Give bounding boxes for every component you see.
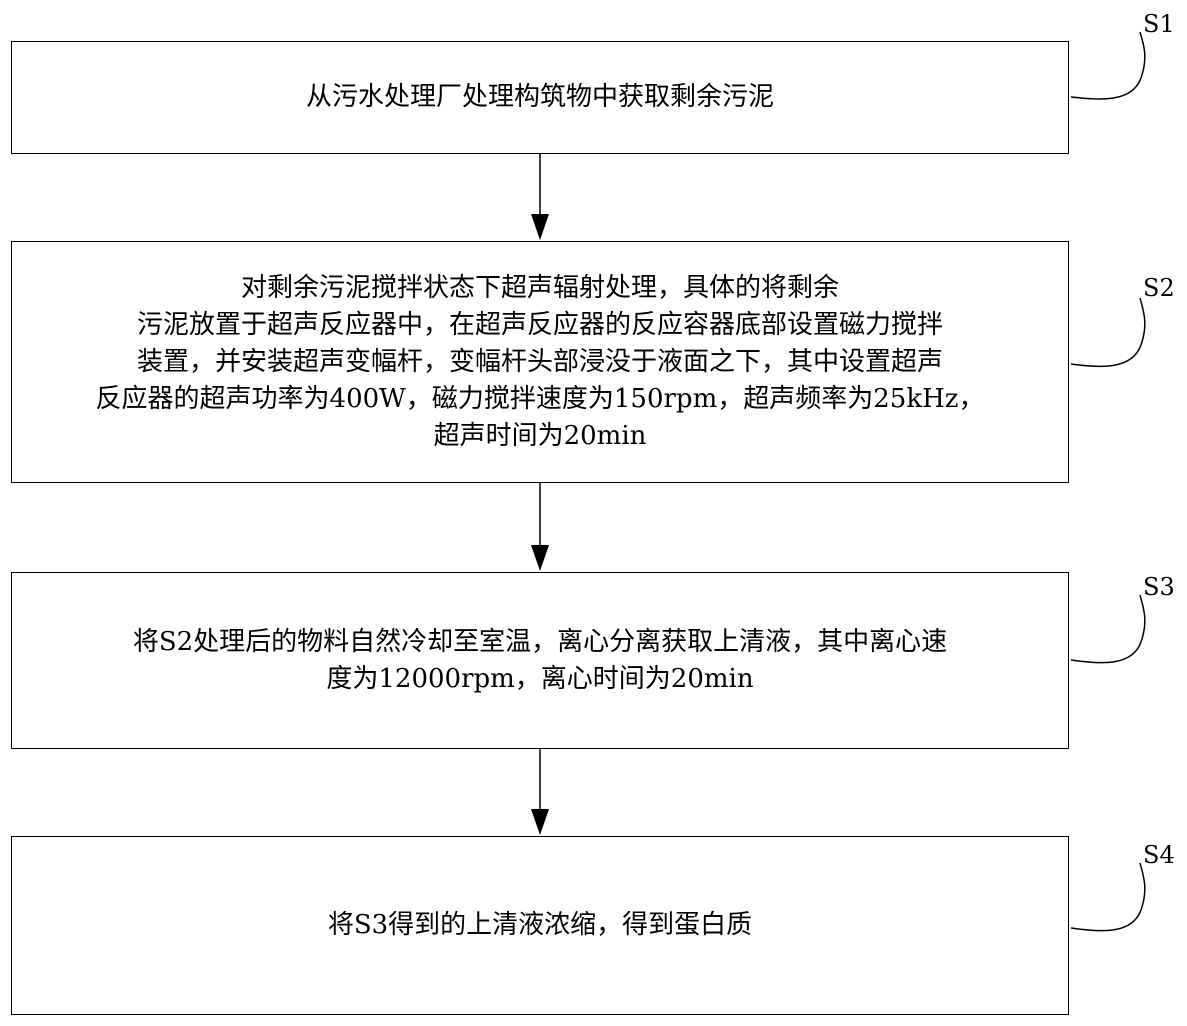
step-box-s3: 将S2处理后的物料自然冷却至室温，离心分离获取上清液，其中离心速 度为12000… — [11, 572, 1069, 749]
step-box-s4: 将S3得到的上清液浓缩，得到蛋白质 — [11, 836, 1069, 1015]
step-label-s3: S3 — [1143, 573, 1175, 601]
leader-curve-s3 — [1070, 594, 1146, 664]
step-label-s2: S2 — [1143, 274, 1175, 302]
arrow-s1-to-s2 — [531, 154, 549, 240]
step-text-line: 对剩余污泥搅拌状态下超声辐射处理，具体的将剩余 — [240, 272, 839, 303]
step-text-line: 反应器的超声功率为400W，磁力搅拌速度为150rpm，超声频率为25kHz， — [95, 383, 985, 414]
leader-curve-s1 — [1070, 31, 1146, 100]
step-label-s1: S1 — [1143, 10, 1175, 38]
step-text-line: 污泥放置于超声反应器中，在超声反应器的反应容器底部设置磁力搅拌 — [136, 309, 943, 340]
arrow-s2-to-s3 — [531, 483, 549, 571]
step-box-s1: 从污水处理厂处理构筑物中获取剩余污泥 — [11, 41, 1069, 154]
step-text-line: 将S2处理后的物料自然冷却至室温，离心分离获取上清液，其中离心速 — [132, 626, 948, 657]
leader-curve-s4 — [1070, 862, 1146, 932]
step-text-line: 度为12000rpm，离心时间为20min — [326, 663, 754, 694]
step-text-line: 将S3得到的上清液浓缩，得到蛋白质 — [327, 910, 753, 940]
step-text-line: 从污水处理厂处理构筑物中获取剩余污泥 — [305, 82, 774, 112]
arrow-s3-to-s4 — [531, 749, 549, 835]
step-box-s2: 对剩余污泥搅拌状态下超声辐射处理，具体的将剩余 污泥放置于超声反应器中，在超声反… — [11, 241, 1069, 483]
step-label-s4: S4 — [1143, 841, 1175, 869]
step-text-line: 装置，并安装超声变幅杆，变幅杆头部浸没于液面之下，其中设置超声 — [136, 346, 943, 377]
leader-curve-s2 — [1070, 297, 1146, 368]
step-text-line: 超声时间为20min — [433, 420, 647, 451]
